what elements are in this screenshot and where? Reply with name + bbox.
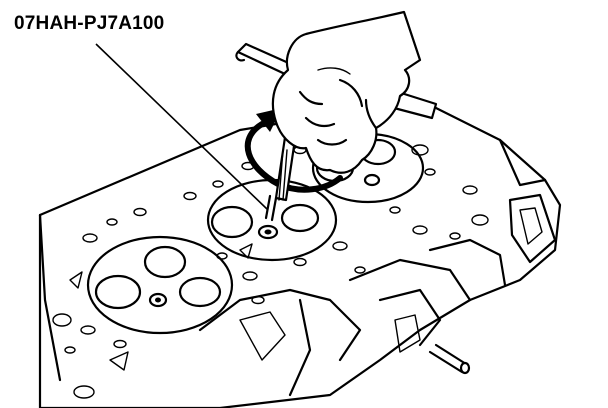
combustion-chamber-center[interactable] — [206, 178, 338, 262]
tool-part-number-label: 07HAH-PJ7A100 — [14, 13, 165, 34]
callout-leader-line — [95, 43, 269, 211]
deck-ports — [52, 132, 489, 399]
cylinder-head-block — [38, 98, 562, 408]
combustion-chamber-left — [86, 235, 234, 335]
hand-holding-tool — [271, 10, 422, 174]
